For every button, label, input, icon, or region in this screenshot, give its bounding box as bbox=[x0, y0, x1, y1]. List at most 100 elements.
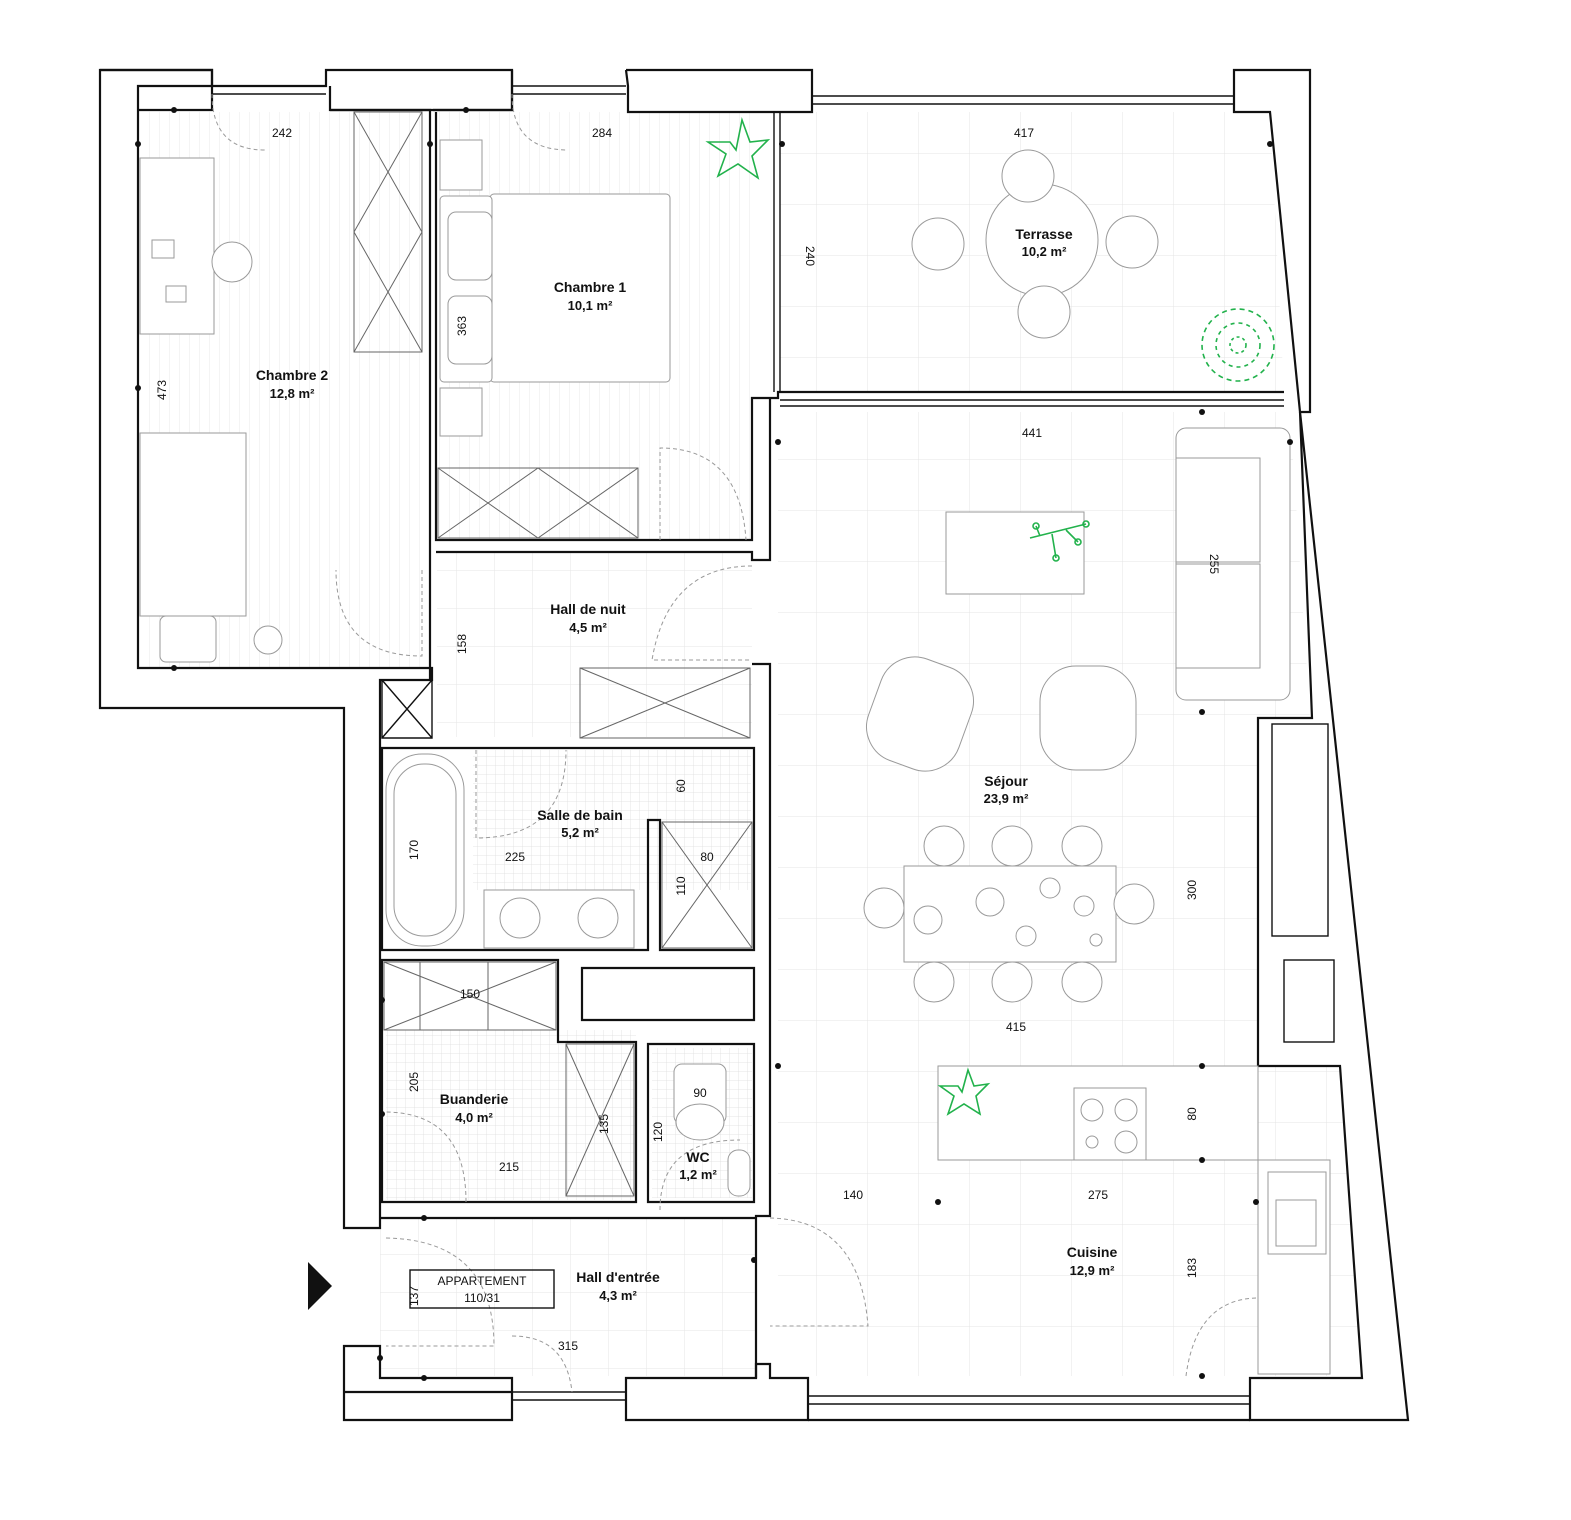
plate-4 bbox=[1073, 895, 1095, 917]
sofa-seat-2 bbox=[1175, 563, 1261, 669]
dim-225: 225 bbox=[505, 850, 525, 864]
chair-top-2 bbox=[991, 825, 1033, 867]
door-chambre1 bbox=[659, 447, 747, 541]
dim-80b: 80 bbox=[1185, 1107, 1199, 1121]
chair-left bbox=[863, 887, 905, 929]
wall-hall-nuit bbox=[436, 398, 772, 562]
door-chambre2-window bbox=[211, 93, 266, 151]
plate-2 bbox=[975, 887, 1005, 917]
dim-170: 170 bbox=[407, 840, 421, 860]
junction-dot bbox=[1199, 409, 1205, 415]
junction-dot bbox=[775, 439, 781, 445]
window-terrasse bbox=[812, 95, 1234, 105]
door-entree-window bbox=[511, 1335, 573, 1393]
window-hall-entree bbox=[512, 1391, 626, 1401]
outer-wall-top-left bbox=[100, 68, 514, 112]
junction-dot bbox=[1199, 1157, 1205, 1163]
room-name-salle-bain: Salle de bain bbox=[537, 807, 623, 823]
branch-icon bbox=[1029, 520, 1090, 562]
wall-wc bbox=[646, 1042, 756, 1204]
room-area-sejour: 23,9 m² bbox=[984, 791, 1029, 806]
sofa-seat-1 bbox=[1175, 457, 1261, 563]
junction-dot bbox=[779, 141, 785, 147]
desk bbox=[139, 157, 215, 335]
junction-dot bbox=[751, 1257, 757, 1263]
room-area-hall-nuit: 4,5 m² bbox=[569, 620, 607, 635]
junction-dot bbox=[135, 141, 141, 147]
room-name-hall-nuit: Hall de nuit bbox=[550, 601, 626, 617]
hall-nuit-floor bbox=[437, 552, 752, 737]
buanderie-shelf bbox=[565, 1043, 635, 1197]
terrace-chair-left bbox=[911, 217, 965, 271]
burner-4 bbox=[1114, 1130, 1138, 1154]
window-cuisine bbox=[808, 1395, 1250, 1405]
niche-1 bbox=[1271, 723, 1329, 937]
pillow-1 bbox=[447, 211, 493, 281]
room-name-wc: WC bbox=[686, 1149, 709, 1165]
dim-441: 441 bbox=[1022, 426, 1042, 440]
dim-183: 183 bbox=[1185, 1258, 1199, 1278]
chair-bot-1 bbox=[913, 961, 955, 1003]
junction-dot bbox=[171, 107, 177, 113]
dim-275: 275 bbox=[1088, 1188, 1108, 1202]
door-cuisine bbox=[769, 1217, 869, 1327]
pillow-2 bbox=[447, 295, 493, 365]
junction-dot bbox=[135, 385, 141, 391]
junction-dot bbox=[1199, 1373, 1205, 1379]
coffee-table bbox=[945, 511, 1085, 595]
bed-chambre2 bbox=[139, 432, 247, 617]
floor-lamp bbox=[253, 625, 283, 655]
chair-bot-2 bbox=[991, 961, 1033, 1003]
dim-242: 242 bbox=[272, 126, 292, 140]
junction-dot bbox=[171, 665, 177, 671]
wall-sejour-left bbox=[752, 662, 772, 1378]
room-labels: Chambre 2 12,8 m² Chambre 1 10,1 m² Terr… bbox=[256, 226, 1118, 1305]
burner-2 bbox=[1114, 1098, 1138, 1122]
chair-top-3 bbox=[1061, 825, 1103, 867]
dim-417: 417 bbox=[1014, 126, 1034, 140]
room-name-chambre2: Chambre 2 bbox=[256, 367, 329, 383]
burner-1 bbox=[1080, 1098, 1104, 1122]
door-chambre1-window bbox=[511, 93, 569, 151]
dimension-labels: 242 284 417 240 473 363 441 255 158 60 1… bbox=[155, 126, 1221, 1353]
terrace-chair-top bbox=[1001, 149, 1055, 203]
apartment-number: 110/31 bbox=[464, 1291, 500, 1305]
buanderie-cupboard bbox=[383, 961, 557, 1031]
junction-dot bbox=[1199, 1063, 1205, 1069]
door-bath bbox=[475, 749, 567, 839]
plate-5 bbox=[1015, 925, 1037, 947]
dim-363: 363 bbox=[455, 316, 469, 336]
basin-1 bbox=[499, 897, 541, 939]
room-name-chambre1: Chambre 1 bbox=[554, 279, 627, 295]
chair-bot-3 bbox=[1061, 961, 1103, 1003]
room-area-chambre1: 10,1 m² bbox=[568, 298, 613, 313]
room-name-sejour: Séjour bbox=[984, 773, 1028, 789]
room-name-cuisine: Cuisine bbox=[1067, 1244, 1118, 1260]
junction-dot bbox=[1199, 709, 1205, 715]
floor-fills bbox=[140, 112, 1362, 1376]
cooktop bbox=[1073, 1087, 1147, 1161]
tree-icon bbox=[1201, 308, 1275, 382]
junction-dot bbox=[421, 1375, 427, 1381]
plate-1 bbox=[913, 905, 943, 935]
junction-dot bbox=[775, 1063, 781, 1069]
dim-240: 240 bbox=[803, 246, 817, 266]
room-area-terrasse: 10,2 m² bbox=[1022, 244, 1067, 259]
window-chambre1 bbox=[512, 85, 626, 95]
room-area-wc: 1,2 m² bbox=[679, 1167, 717, 1182]
plants bbox=[705, 117, 1275, 1116]
desk-item bbox=[151, 239, 175, 259]
nightstand-2 bbox=[439, 387, 483, 437]
window-sejour-terrasse bbox=[780, 399, 1284, 407]
salle-bain-floor bbox=[473, 750, 751, 890]
bathtub-inner bbox=[393, 763, 457, 937]
shower-lines bbox=[661, 821, 753, 949]
wc-bowl bbox=[675, 1103, 725, 1141]
junction-dot bbox=[1287, 439, 1293, 445]
door-buanderie bbox=[383, 1111, 467, 1203]
dim-140: 140 bbox=[843, 1188, 863, 1202]
entry-arrow bbox=[308, 1262, 332, 1310]
wardrobe-chambre1-cross bbox=[437, 467, 639, 539]
chair-right bbox=[1113, 883, 1155, 925]
